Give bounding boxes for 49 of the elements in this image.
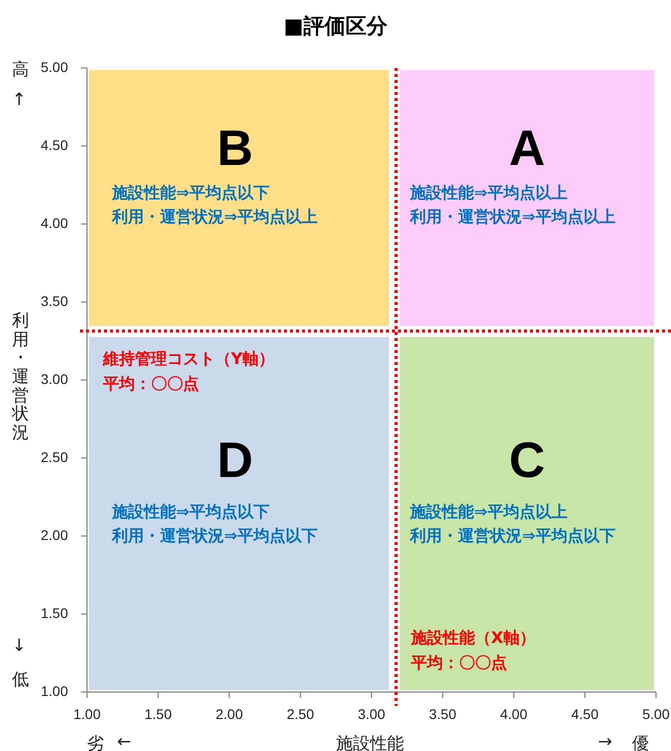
tick-label: 1.00 [72, 706, 102, 722]
axis-title: 施設性能 [335, 733, 405, 751]
tick-label: 3.00 [40, 371, 68, 387]
average-note: 施設性能（X軸） [411, 628, 536, 649]
quadrant-description: 施設性能⇒平均点以下 [112, 502, 270, 522]
axis-label: ↑ [12, 90, 26, 110]
tick-label: 1.00 [40, 683, 68, 699]
tick-label: 2.00 [40, 527, 68, 543]
average-note: 平均：〇〇点 [411, 653, 507, 674]
tick-label: 4.50 [40, 137, 68, 153]
chart-title: ■評価区分 [282, 13, 388, 40]
quadrant-description: 利用・運営状況⇒平均点以下 [112, 526, 318, 546]
tick-label: 1.50 [144, 706, 173, 722]
quadrant-description: 利用・運営状況⇒平均点以上 [112, 207, 318, 226]
average-note: 平均：〇〇点 [103, 374, 199, 395]
quadrant-description: 施設性能⇒平均点以下 [112, 183, 270, 202]
axis-label: 低 [12, 669, 29, 691]
quadrant-panel [400, 70, 654, 326]
quadrant-letter: B [216, 123, 254, 173]
axis-label: 優 [632, 733, 649, 751]
tick-label: 5.00 [641, 706, 671, 722]
tick-label: 4.00 [40, 215, 68, 231]
quadrant-letter: C [508, 435, 546, 485]
axis-label: 高 [12, 59, 29, 81]
tick-label: 4.50 [570, 706, 600, 722]
quadrant-panel [89, 70, 389, 326]
quadrant-letter: D [216, 435, 254, 485]
axis-label: ← [117, 732, 132, 751]
quadrant-description: 利用・運営状況⇒平均点以上 [410, 207, 616, 226]
tick-label: 3.50 [40, 293, 68, 309]
tick-label: 1.50 [40, 605, 68, 621]
axis-title: 利用・運営状況 [12, 312, 29, 443]
quadrant-description: 利用・運営状況⇒平均点以下 [410, 526, 616, 546]
tick-label: 3.00 [356, 706, 386, 722]
tick-label: 5.00 [40, 59, 68, 75]
tick-label: 3.50 [428, 706, 458, 722]
axis-label: 劣 [87, 733, 104, 751]
quadrant-description: 施設性能⇒平均点以上 [410, 502, 568, 522]
tick-label: 2.00 [214, 706, 244, 722]
tick-label: 4.00 [499, 706, 528, 722]
quadrant-description: 施設性能⇒平均点以上 [410, 183, 568, 202]
average-note: 維持管理コスト（Y軸） [103, 349, 275, 370]
tick-label: 2.50 [40, 449, 68, 465]
quadrant-letter: A [508, 123, 546, 173]
axis-label: → [598, 732, 612, 751]
tick-label: 2.50 [286, 706, 315, 722]
quadrant-panel [400, 337, 654, 690]
quadrant-panel [89, 337, 389, 690]
axis-label: ↓ [12, 636, 26, 656]
